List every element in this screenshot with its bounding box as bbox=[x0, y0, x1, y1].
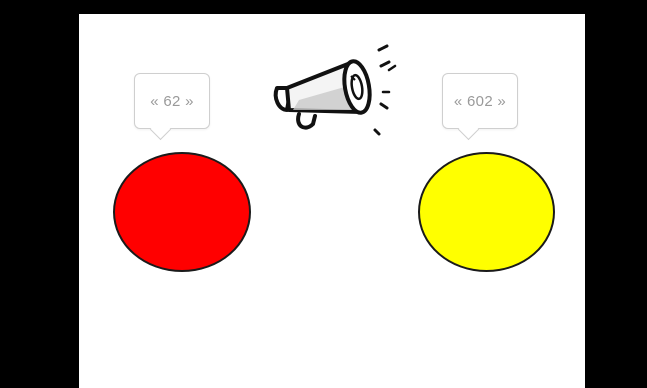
right-counter-bubble: « 602 » bbox=[442, 73, 518, 129]
right-counter-label: « 602 » bbox=[454, 93, 506, 110]
megaphone-icon[interactable] bbox=[269, 44, 409, 140]
right-bubble-tail bbox=[458, 119, 479, 140]
left-bubble-tail bbox=[150, 119, 171, 140]
left-counter-label: « 62 » bbox=[150, 93, 194, 110]
red-ball[interactable] bbox=[113, 152, 251, 272]
yellow-ball[interactable] bbox=[418, 152, 555, 272]
left-counter-bubble: « 62 » bbox=[134, 73, 210, 129]
game-stage: « 62 » « 602 » bbox=[79, 14, 585, 388]
